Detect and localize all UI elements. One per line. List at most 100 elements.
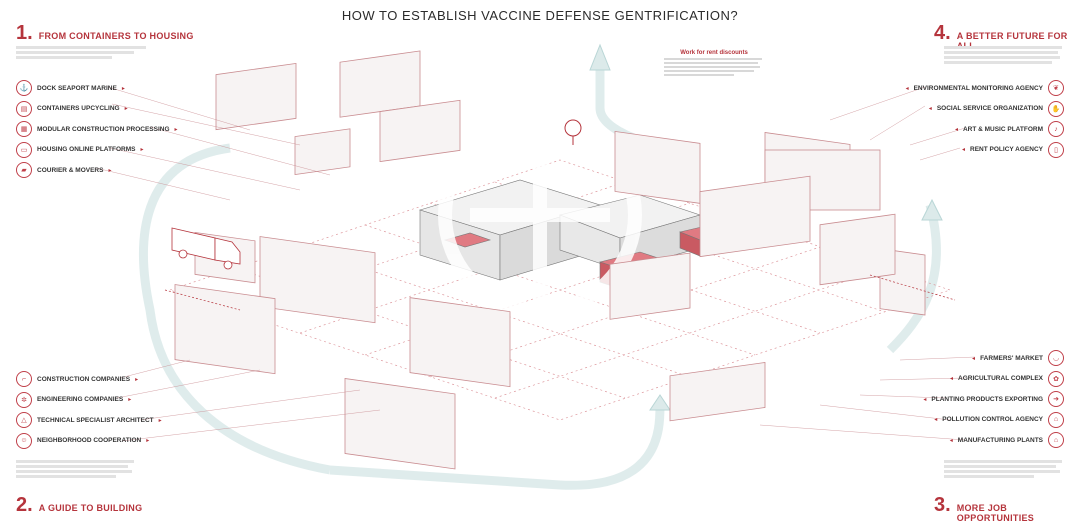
section-2-text-placeholder xyxy=(16,458,136,480)
item-label: CONSTRUCTION COMPANIES xyxy=(37,375,131,383)
flow-arrow-bottom xyxy=(649,394,671,411)
left-bottom-items-3[interactable]: ☺ NEIGHBORHOOD COOPERATION ▸ xyxy=(16,432,150,449)
item-label: PLANTING PRODUCTS EXPORTING xyxy=(931,395,1043,403)
item-label: ENGINEERING COMPANIES xyxy=(37,396,124,403)
bullet-arrow-icon: ◂ xyxy=(949,437,953,444)
section-3-heading: 3. MORE JOB OPPORTUNITIES xyxy=(934,494,1080,523)
right-bottom-items-0[interactable]: ◂ FARMERS' MARKET ◡ xyxy=(972,350,1064,366)
factory-icon: ⌂ xyxy=(1048,411,1064,428)
bullet-arrow-icon: ◂ xyxy=(950,376,954,382)
hands-icon: ✋ xyxy=(1048,100,1064,117)
right-top-items-1[interactable]: ◂ SOCIAL SERVICE ORGANIZATION ✋ xyxy=(928,100,1064,117)
section-1-number: 1. xyxy=(16,22,33,44)
item-label: CONTAINERS UPCYCLING xyxy=(37,105,120,112)
callout-title: Work for rent discounts xyxy=(680,50,748,56)
gear-icon: ✲ xyxy=(16,391,32,408)
crane-icon: ⌐ xyxy=(16,371,32,387)
bullet-arrow-icon: ◂ xyxy=(954,126,958,133)
scene-panels xyxy=(174,50,926,470)
item-label: MANUFACTURING PLANTS xyxy=(957,436,1043,444)
bullet-arrow-icon: ▸ xyxy=(121,85,125,92)
item-label: ENVIRONMENTAL MONITORING AGENCY xyxy=(913,84,1043,92)
left-bottom-items-0[interactable]: ⌐ CONSTRUCTION COMPANIES ▸ xyxy=(16,371,138,387)
left-top-items-4[interactable]: ▰ COURIER & MOVERS ▸ xyxy=(16,162,111,178)
section-3-text-placeholder xyxy=(944,458,1064,480)
bullet-arrow-icon: ◂ xyxy=(962,147,966,153)
item-label: SOCIAL SERVICE ORGANIZATION xyxy=(936,105,1043,112)
truck-illustration xyxy=(171,227,241,270)
bullet-arrow-icon: ◂ xyxy=(923,396,927,403)
section-4-number: 4. xyxy=(934,22,951,44)
bullet-arrow-icon: ▸ xyxy=(174,126,178,133)
location-pin xyxy=(564,119,582,145)
laptop-icon: ▭ xyxy=(16,141,32,158)
left-bottom-items-2[interactable]: △ TECHNICAL SPECIALIST ARCHITECT ▸ xyxy=(16,412,162,428)
container-icon: ▤ xyxy=(16,100,32,117)
bullet-arrow-icon: ▸ xyxy=(128,397,132,403)
left-top-items-3[interactable]: ▭ HOUSING ONLINE PLATFORMS ▸ xyxy=(16,141,144,158)
left-top-items-2[interactable]: ▦ MODULAR CONSTRUCTION PROCESSING ▸ xyxy=(16,121,178,137)
right-bottom-items-4[interactable]: ◂ MANUFACTURING PLANTS ⌂ xyxy=(950,432,1064,448)
section-1-label: FROM CONTAINERS TO HOUSING xyxy=(38,31,194,41)
truck-icon: ▰ xyxy=(16,162,32,178)
side-arrows xyxy=(164,274,956,311)
right-bottom-items-2[interactable]: ◂ PLANTING PRODUCTS EXPORTING ➜ xyxy=(923,391,1064,407)
item-label: TECHNICAL SPECIALIST ARCHITECT xyxy=(37,416,154,424)
right-top-items-2[interactable]: ◂ ART & MUSIC PLATFORM ♪ xyxy=(955,121,1064,137)
music-icon: ♪ xyxy=(1048,121,1064,137)
bullet-arrow-icon: ▸ xyxy=(124,106,128,112)
factory-icon: ⌂ xyxy=(1048,432,1064,448)
bullet-arrow-icon: ▸ xyxy=(140,147,144,153)
item-label: DOCK SEAPORT MARINE xyxy=(37,84,117,92)
section-2-label: A GUIDE TO BUILDING xyxy=(38,503,143,513)
right-bottom-items-1[interactable]: ◂ AGRICULTURAL COMPLEX ✿ xyxy=(950,370,1064,387)
page-title: HOW TO ESTABLISH VACCINE DEFENSE GENTRIF… xyxy=(341,8,739,23)
section-2-number: 2. xyxy=(16,494,33,516)
bullet-arrow-icon: ◂ xyxy=(972,355,976,362)
flow-arrow-right xyxy=(921,198,943,221)
compass-icon: △ xyxy=(16,412,32,428)
right-top-items-3[interactable]: ◂ RENT POLICY AGENCY ▯ xyxy=(962,141,1064,158)
left-top-items-1[interactable]: ▤ CONTAINERS UPCYCLING ▸ xyxy=(16,100,128,117)
flow-arrow-top xyxy=(589,43,611,71)
bullet-arrow-icon: ◂ xyxy=(928,106,932,112)
bullet-arrow-icon: ▸ xyxy=(135,376,139,383)
item-label: HOUSING ONLINE PLATFORMS xyxy=(37,146,136,153)
document-icon: ▯ xyxy=(1048,141,1064,158)
item-label: AGRICULTURAL COMPLEX xyxy=(958,375,1043,382)
section-4-text-placeholder xyxy=(944,44,1064,66)
basket-icon: ◡ xyxy=(1048,350,1064,366)
section-1-text-placeholder xyxy=(16,44,156,61)
plant-icon: ✿ xyxy=(1048,370,1064,387)
item-label: RENT POLICY AGENCY xyxy=(970,146,1043,153)
right-bottom-items-3[interactable]: ◂ POLLUTION CONTROL AGENCY ⌂ xyxy=(934,411,1064,428)
watermark-emblem xyxy=(438,113,642,317)
item-label: COURIER & MOVERS xyxy=(37,166,104,174)
left-top-items-0[interactable]: ⚓ DOCK SEAPORT MARINE ▸ xyxy=(16,80,125,96)
bullet-arrow-icon: ◂ xyxy=(934,417,938,423)
left-bottom-items-1[interactable]: ✲ ENGINEERING COMPANIES ▸ xyxy=(16,391,132,408)
right-top-items-0[interactable]: ◂ ENVIRONMENTAL MONITORING AGENCY ❦ xyxy=(906,80,1064,96)
section-2-heading: 2. A GUIDE TO BUILDING xyxy=(16,494,142,517)
rent-discount-callout: Work for rent discounts xyxy=(664,50,764,78)
central-buildings xyxy=(418,179,732,293)
section-1-heading: 1. FROM CONTAINERS TO HOUSING xyxy=(16,22,194,45)
item-label: FARMERS' MARKET xyxy=(980,354,1043,362)
bullet-arrow-icon: ▸ xyxy=(158,417,162,424)
anchor-icon: ⚓ xyxy=(16,80,32,96)
modules-icon: ▦ xyxy=(16,121,32,137)
bullet-arrow-icon: ▸ xyxy=(108,167,112,174)
item-label: ART & MUSIC PLATFORM xyxy=(962,125,1043,133)
item-label: POLLUTION CONTROL AGENCY xyxy=(942,416,1043,423)
section-3-number: 3. xyxy=(934,494,951,516)
section-3-label: MORE JOB OPPORTUNITIES xyxy=(956,503,1035,523)
bullet-arrow-icon: ◂ xyxy=(905,85,909,92)
bullet-arrow-icon: ▸ xyxy=(146,438,150,444)
connector-lines xyxy=(95,86,976,442)
people-icon: ☺ xyxy=(16,432,32,449)
item-label: MODULAR CONSTRUCTION PROCESSING xyxy=(37,125,170,133)
item-label: NEIGHBORHOOD COOPERATION xyxy=(37,437,142,444)
leaf-icon: ❦ xyxy=(1048,80,1064,96)
export-icon: ➜ xyxy=(1048,391,1064,407)
